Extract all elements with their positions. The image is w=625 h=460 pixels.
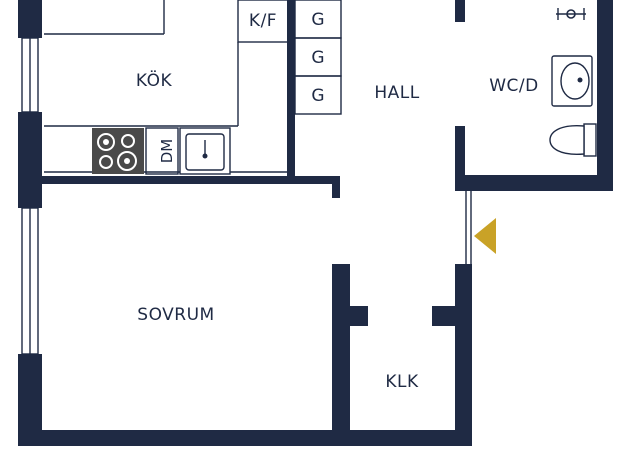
stove-icon	[92, 128, 144, 174]
dishwasher-label: DM	[158, 139, 176, 164]
room-label-hall: HALL	[374, 83, 419, 103]
windows	[21, 37, 39, 355]
walls	[18, 0, 613, 446]
sink-icon	[179, 127, 231, 175]
faucet-icon	[556, 8, 586, 20]
closet-label-1: G	[311, 10, 324, 30]
room-label-klk: KLK	[385, 372, 419, 392]
hall-closets	[294, 0, 342, 115]
room-label-kok: KÖK	[136, 69, 173, 91]
closet-label-2: G	[311, 48, 324, 68]
kitchen-fixtures	[44, 0, 289, 173]
closet-label-3: G	[311, 86, 324, 106]
room-label-wcd: WC/D	[489, 76, 539, 96]
room-label-sovrum: SOVRUM	[137, 305, 214, 325]
toilet-icon	[549, 123, 597, 157]
entrance-door-frame	[465, 191, 472, 264]
washbasin-icon	[551, 55, 593, 107]
dishwasher-box	[145, 127, 179, 175]
entrance-triangle-icon	[474, 218, 496, 254]
room-label-kf: K/F	[249, 11, 277, 31]
